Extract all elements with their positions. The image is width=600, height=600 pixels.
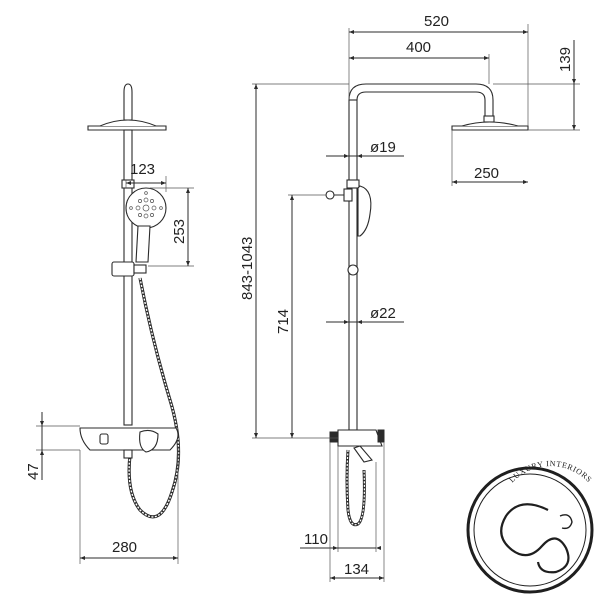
front-hand-shower-handle [135, 225, 151, 263]
side-hose-inner [346, 449, 365, 526]
side-holder-knob [325, 190, 335, 200]
side-rain-head [451, 125, 529, 131]
side-rain-head-joint [483, 115, 495, 123]
dim-520: 520 [424, 13, 449, 30]
dim-714: 714 [275, 309, 292, 334]
side-mixer-inlet [329, 431, 339, 443]
luxury-interiors-logo: LUXURY INTERIORS [466, 459, 594, 594]
front-rain-head-top [99, 119, 157, 127]
side-view [325, 83, 529, 527]
dim-d19: ø19 [370, 139, 396, 156]
dim-280: 280 [112, 539, 137, 556]
front-hose [127, 277, 181, 519]
front-pipe-connector [121, 179, 135, 189]
side-shower-arm-inner [356, 91, 486, 118]
front-spout [123, 449, 133, 459]
side-mixer-body [337, 429, 383, 447]
dim-253: 253 [171, 219, 188, 244]
side-view-dimensions: 520 400 139 ø19 250 843-1043 [239, 13, 580, 582]
front-rain-head [87, 125, 167, 131]
side-holder-block [343, 188, 353, 202]
front-slide-holder-knob [133, 264, 147, 274]
front-hand-shower-head [125, 187, 167, 229]
front-view-dimensions: 123 253 47 280 [25, 161, 194, 564]
logo-monogram-icon [500, 503, 570, 574]
side-rain-head-top [461, 121, 519, 127]
front-riser-pipe [123, 129, 133, 426]
front-hose-inner [128, 277, 180, 518]
side-pipe-connector [346, 179, 360, 189]
front-shower-arm [123, 83, 133, 121]
front-view [79, 83, 181, 519]
front-mixer-lever [139, 429, 159, 453]
front-mixer-button [99, 433, 109, 445]
dim-400: 400 [406, 39, 431, 56]
side-shower-arm [348, 83, 494, 118]
logo-monogram-swash-icon [559, 514, 573, 530]
front-mixer-shelf [79, 427, 179, 451]
side-hose [345, 449, 366, 527]
dim-250: 250 [474, 165, 499, 182]
dim-d22: ø22 [370, 305, 396, 322]
dim-134: 134 [344, 561, 369, 578]
front-hand-shower-nozzles [129, 191, 163, 219]
side-mixer-lever [353, 445, 373, 463]
side-slider-ball [347, 264, 359, 276]
side-mixer-outlet [377, 429, 385, 443]
dim-123: 123 [130, 161, 155, 178]
dim-843-1043: 843-1043 [239, 237, 256, 300]
dim-110: 110 [304, 531, 328, 548]
front-slide-holder [111, 261, 135, 277]
dim-47: 47 [25, 463, 42, 480]
dim-139: 139 [557, 47, 574, 72]
side-hand-shower [357, 185, 372, 237]
